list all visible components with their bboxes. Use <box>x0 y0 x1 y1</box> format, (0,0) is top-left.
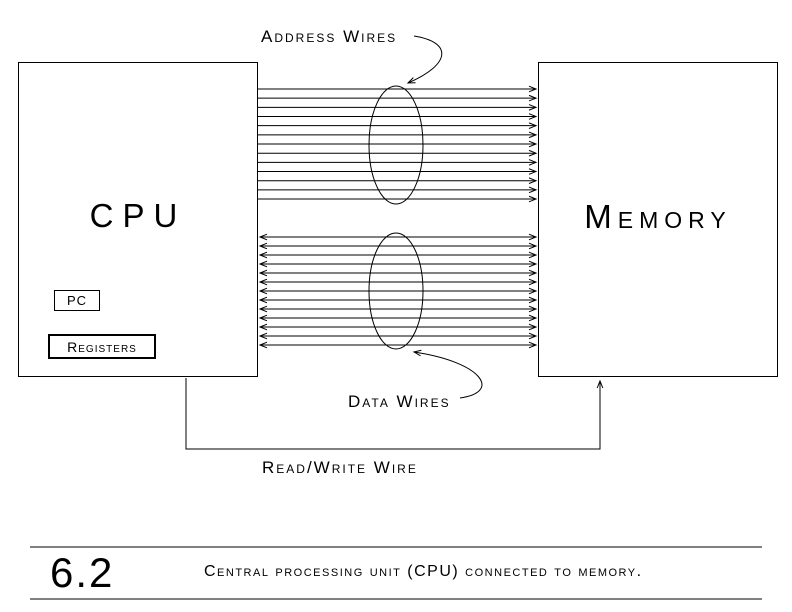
address-callout-arrow <box>406 35 443 84</box>
memory-box <box>538 62 778 377</box>
address-wire-bundle <box>258 85 538 203</box>
figure-number: 6.2 <box>50 549 115 596</box>
data-wire-bundle <box>258 233 538 349</box>
pc-box: PC <box>54 290 100 311</box>
cpu-box <box>18 62 258 377</box>
figure-caption: Central processing unit (CPU) connected … <box>204 563 643 580</box>
data-wires-label: Data Wires <box>348 392 451 411</box>
registers-box: Registers <box>48 334 156 359</box>
data-wires-ellipse <box>368 232 424 350</box>
memory-label: Memory <box>584 198 732 235</box>
registers-label: Registers <box>67 338 137 355</box>
address-wires-ellipse <box>368 85 424 205</box>
cpu-label: CPU <box>89 197 187 234</box>
pc-label: PC <box>66 293 88 308</box>
read-write-wire <box>185 378 604 450</box>
data-callout-arrow <box>412 349 483 399</box>
read-write-wire-label: Read/Write Wire <box>262 458 418 477</box>
address-wires-label: Address Wires <box>261 27 398 46</box>
